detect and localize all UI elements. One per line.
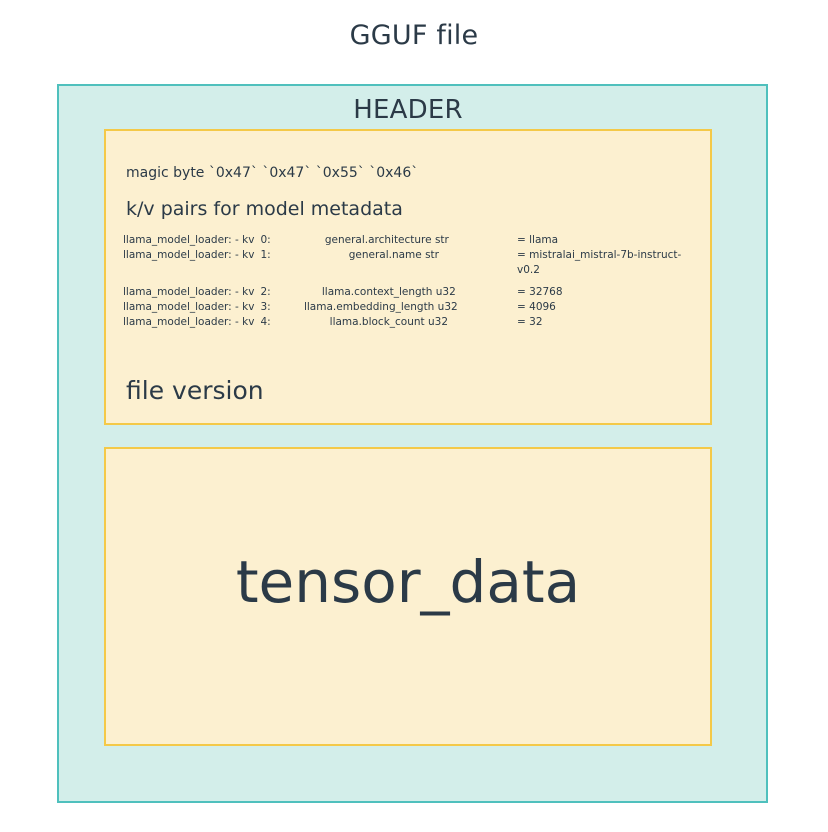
kv-value: = llama	[517, 234, 559, 246]
kv-loader-prefix: llama_model_loader: - kv	[123, 301, 255, 313]
kv-value: = 32768	[517, 286, 563, 298]
kv-loader-prefix: llama_model_loader: - kv	[123, 316, 255, 328]
kv-key: general.architecture str	[324, 234, 449, 246]
header-panel: magic byte `0x47` `0x47` `0x55` `0x46` k…	[104, 129, 712, 425]
kv-key: llama.block_count u32	[329, 316, 449, 328]
kv-pairs-list: llama_model_loader: - kv 0: general.arch…	[123, 233, 701, 330]
header-section-label: HEADER	[353, 95, 463, 125]
kv-index: 4:	[260, 316, 271, 328]
tensor-data-panel: tensor_data	[104, 447, 712, 746]
kv-row: llama_model_loader: - kv 1: general.name…	[123, 248, 701, 278]
magic-byte-line: magic byte `0x47` `0x47` `0x55` `0x46`	[126, 165, 419, 181]
kv-value: = 4096	[517, 301, 556, 313]
kv-row: llama_model_loader: - kv 0: general.arch…	[123, 233, 701, 248]
kv-loader-prefix: llama_model_loader: - kv	[123, 249, 255, 261]
kv-loader-prefix: llama_model_loader: - kv	[123, 234, 255, 246]
kv-key: llama.embedding_length u32	[303, 301, 458, 313]
kv-row: llama_model_loader: - kv 4: llama.block_…	[123, 315, 701, 330]
gguf-file-container: HEADER magic byte `0x47` `0x47` `0x55` `…	[57, 84, 768, 803]
page-title: GGUF file	[349, 20, 479, 51]
kv-value: = 32	[517, 316, 543, 328]
kv-index: 3:	[260, 301, 271, 313]
kv-index: 0:	[260, 234, 271, 246]
kv-row: llama_model_loader: - kv 2: llama.contex…	[123, 285, 701, 300]
kv-index: 1:	[260, 249, 271, 261]
kv-value: = mistralai_mistral-7b-instruct-v0.2	[517, 249, 682, 276]
file-version-label: file version	[126, 376, 264, 405]
kv-index: 2:	[260, 286, 271, 298]
kv-pairs-heading: k/v pairs for model metadata	[126, 198, 403, 220]
tensor-data-label: tensor_data	[235, 548, 581, 616]
kv-row: llama_model_loader: - kv 3: llama.embedd…	[123, 300, 701, 315]
kv-key: llama.context_length u32	[321, 286, 456, 298]
kv-loader-prefix: llama_model_loader: - kv	[123, 286, 255, 298]
kv-key: general.name str	[348, 249, 439, 261]
